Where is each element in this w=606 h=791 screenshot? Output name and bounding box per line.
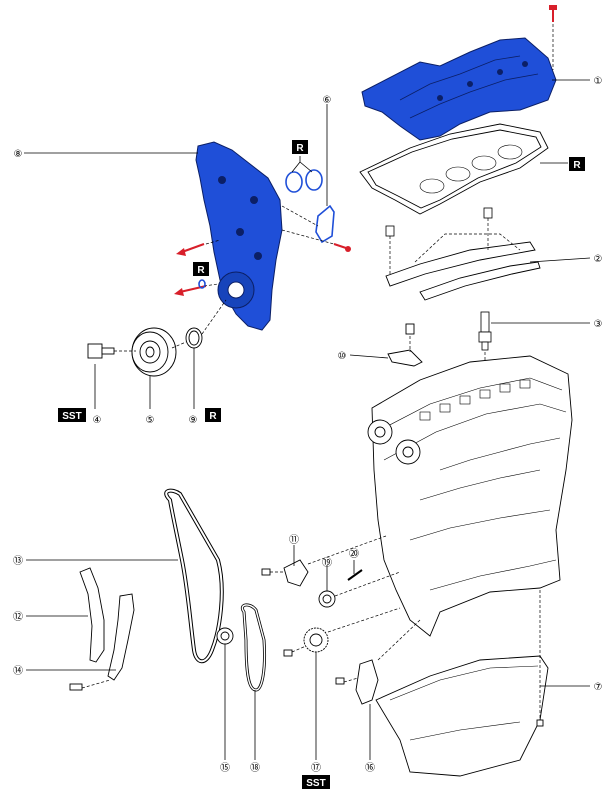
dowel-pin	[347, 569, 363, 581]
callout-14: ⑭	[13, 665, 23, 677]
oil-pump-chain	[241, 603, 266, 692]
engine-block	[367, 355, 573, 637]
callout-labels: ① ② ③ ④ ⑤ ⑥ ⑦ ⑧ ⑨ ⑩ ⑪ ⑫ ⑬ ⑭ ⑮ ⑯ ⑰ ⑱ ⑲ ⑳	[13, 76, 602, 774]
svg-text:R: R	[197, 265, 205, 276]
crankshaft-pulley	[131, 327, 177, 377]
callout-16: ⑯	[365, 762, 375, 774]
svg-text:R: R	[209, 411, 217, 422]
sst-tag-pulley-bolt: SST	[58, 408, 86, 422]
engine-hanger	[387, 323, 423, 367]
idler-sprocket	[318, 571, 401, 608]
chain-guide	[79, 567, 105, 663]
callout-15: ⑮	[220, 762, 230, 774]
baffle-plate-and-bolts	[385, 207, 541, 301]
callout-20: ⑳	[349, 548, 359, 560]
callout-9: ⑨	[189, 415, 198, 426]
chain-tensioner	[261, 535, 387, 587]
svg-text:R: R	[296, 143, 304, 154]
callout-12: ⑫	[13, 611, 23, 623]
spark-plug	[478, 311, 492, 380]
callout-13: ⑬	[13, 555, 23, 567]
callout-10: ⑩	[338, 351, 347, 362]
svg-text:R: R	[573, 160, 581, 171]
cylinder-head-cover	[361, 37, 557, 141]
head-cover-gasket	[359, 123, 549, 215]
red-bolts-cover	[174, 229, 351, 296]
callout-17: ⑰	[311, 762, 321, 774]
replace-tag-o-rings: R	[292, 140, 308, 154]
small-o-ring	[198, 279, 206, 289]
callout-8: ⑧	[14, 149, 23, 160]
timing-chain	[164, 488, 224, 664]
svg-text:SST: SST	[306, 778, 325, 789]
callout-4: ④	[93, 415, 102, 426]
tag-badges: R R R R SST SST	[58, 140, 585, 789]
callout-6: ⑥	[323, 95, 332, 106]
callout-7: ⑦	[594, 682, 603, 693]
crankshaft-pulley-bolt	[87, 343, 136, 359]
callout-18: ⑱	[250, 762, 260, 774]
red-bolt-top	[549, 5, 557, 22]
callout-1: ①	[594, 76, 603, 87]
front-oil-seal	[171, 299, 227, 349]
callout-19: ⑲	[322, 557, 332, 569]
oil-pump-chain-tensioner	[335, 619, 421, 705]
callout-2: ②	[594, 254, 603, 265]
replace-tag-cover: R	[193, 262, 209, 276]
callout-5: ⑤	[146, 415, 155, 426]
tensioner-arm	[69, 593, 135, 691]
replace-tag-oil-seal: R	[205, 408, 221, 422]
oil-pan	[375, 590, 549, 777]
callout-3: ③	[594, 319, 603, 330]
oil-pump-sprocket	[283, 607, 401, 657]
svg-text:SST: SST	[62, 411, 81, 422]
callout-11: ⑪	[289, 534, 299, 546]
o-rings	[285, 156, 323, 193]
crankshaft-sprocket	[216, 627, 234, 645]
replace-tag-gasket: R	[569, 157, 585, 171]
cover-seal	[281, 104, 335, 244]
leader-lines	[24, 79, 591, 760]
sst-tag-oil-pump-sprocket: SST	[302, 775, 330, 789]
timing-chain-cover	[195, 141, 283, 331]
